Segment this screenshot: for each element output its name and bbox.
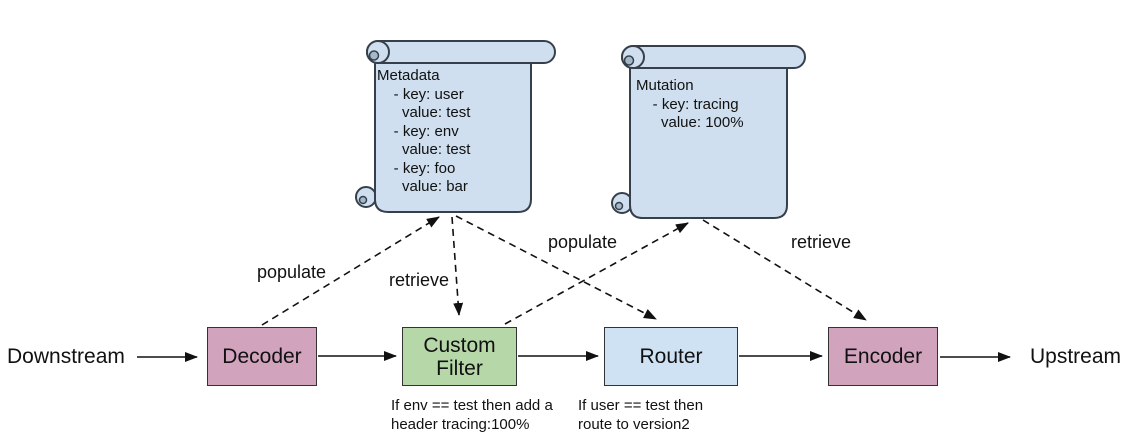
scroll-body [374,51,532,213]
edge-label-retrieve-1: retrieve [389,270,450,290]
router-caption: If user == test then route to version2 [578,397,704,433]
encoder-node: Encoder [828,327,938,386]
decoder-node: Decoder [207,327,317,386]
scroll-shape-icon [611,45,806,219]
upstream-label: Upstream [1030,345,1122,368]
custom-filter-node: Custom Filter [402,327,517,386]
downstream-label: Downstream [7,345,125,368]
edge-label-retrieve-2: retrieve [791,232,852,252]
scroll-shape-icon [355,40,556,213]
router-node: Router [604,327,738,386]
mutation-scroll: Mutation - key: tracing value: 100% [610,45,807,220]
edge-label-populate-1: populate [257,262,327,282]
metadata-scroll: Metadata - key: user value: test - key: … [355,40,557,215]
metadata-scroll-text: Metadata - key: user value: test - key: … [377,67,471,195]
edge-label-populate-2: populate [548,232,618,252]
edge-retrieve-metadata-to-filter [451,216,464,316]
scroll-top-bar [366,40,556,64]
mutation-scroll-text: Mutation - key: tracing value: 100% [636,77,744,131]
scroll-top-bar [621,45,806,69]
custom-filter-caption: If env == test then add a header tracing… [391,397,553,433]
scroll-body [629,56,788,219]
